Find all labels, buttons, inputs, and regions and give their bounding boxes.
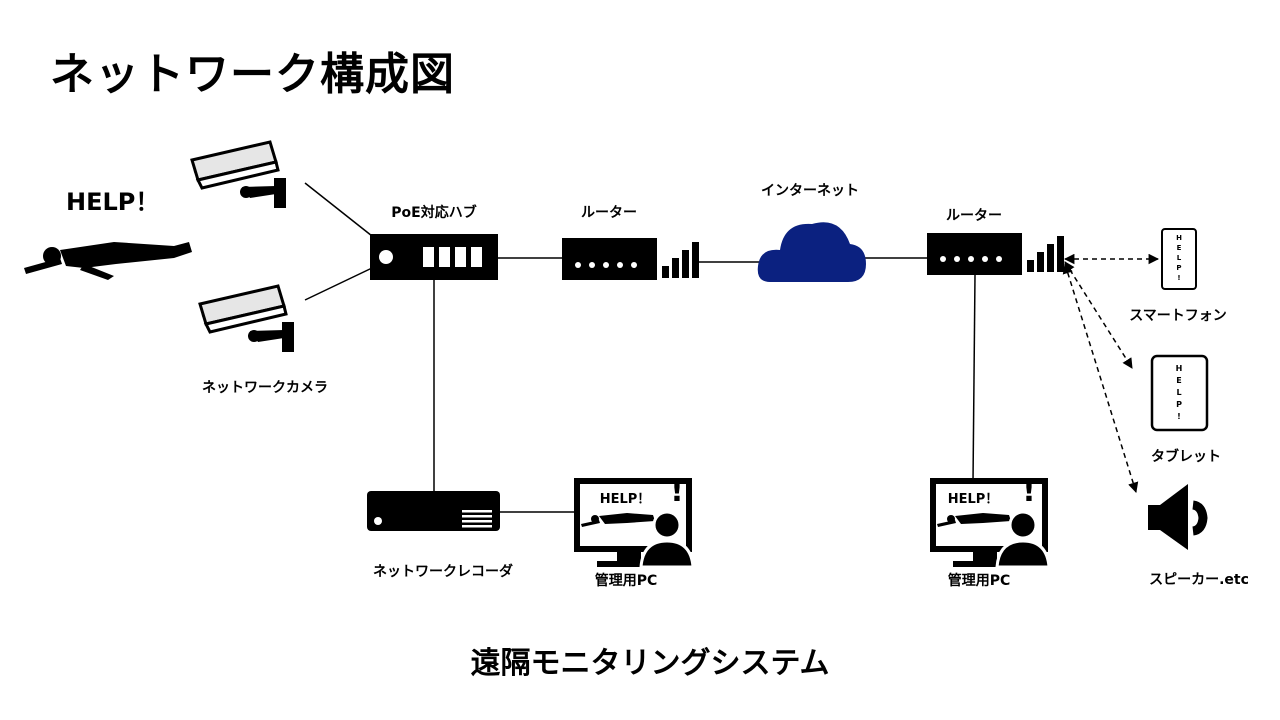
router-right-label: ルーター (946, 208, 1002, 224)
screen-help-text: HELP！ (948, 492, 999, 507)
monitor-icon: HELP！ ! (577, 474, 693, 567)
tablet-help-letters: HELP! (1176, 364, 1183, 421)
router-icon (927, 233, 1064, 275)
admin-pc-left-label: 管理用PC (594, 573, 658, 589)
help-letter: L (1176, 388, 1181, 397)
help-letter: L (1177, 254, 1182, 262)
router-left-label: ルーター (581, 205, 637, 221)
help-letter: H (1176, 234, 1182, 242)
tablet-label: タブレット (1151, 449, 1221, 465)
smartphone-help-letters: HELP! (1176, 234, 1182, 282)
security-camera-icon (190, 140, 288, 210)
help-letter: E (1177, 244, 1182, 252)
network-switch-icon (370, 234, 498, 280)
router-icon (562, 238, 699, 280)
help-callout: HELP！ (66, 188, 160, 216)
camera2-hub-link (304, 267, 373, 301)
smartphone-label: スマートフォン (1129, 308, 1227, 324)
admin-pc-right-label: 管理用PC (947, 573, 1011, 589)
alert-mark: ! (1022, 474, 1036, 509)
system-caption: 遠隔モニタリングシステム (470, 646, 830, 681)
help-letter: H (1176, 364, 1183, 373)
recorder-icon (367, 491, 500, 531)
camera1-hub-link (304, 182, 373, 237)
monitor-icon: HELP！ ! (933, 474, 1049, 567)
router-speaker-link (1062, 262, 1139, 494)
poe-hub-label: PoE対応ハブ (391, 205, 477, 221)
help-letter: E (1176, 376, 1181, 385)
fallen-person-icon (24, 242, 192, 280)
tablet-icon: HELP! (1150, 354, 1209, 432)
connections (304, 182, 1160, 513)
router-tablet-link (1064, 261, 1133, 369)
help-letter: P (1176, 264, 1181, 272)
speaker-label: スピーカー.etc (1149, 572, 1249, 588)
alert-mark: ! (670, 474, 684, 509)
network-camera-label: ネットワークカメラ (202, 380, 328, 396)
speaker-icon (1148, 484, 1208, 550)
help-letter: P (1176, 400, 1182, 409)
security-camera-icon (198, 284, 296, 354)
cloud-icon (757, 222, 866, 282)
page-title: ネットワーク構成図 (50, 49, 455, 100)
network-recorder-label: ネットワークレコーダ (373, 564, 513, 580)
smartphone-icon: HELP! (1161, 228, 1197, 290)
internet-label: インターネット (761, 183, 859, 199)
screen-help-text: HELP！ (600, 492, 651, 507)
help-letter: ! (1177, 274, 1180, 282)
router-pc-link (972, 274, 976, 483)
help-letter: ! (1177, 412, 1181, 421)
